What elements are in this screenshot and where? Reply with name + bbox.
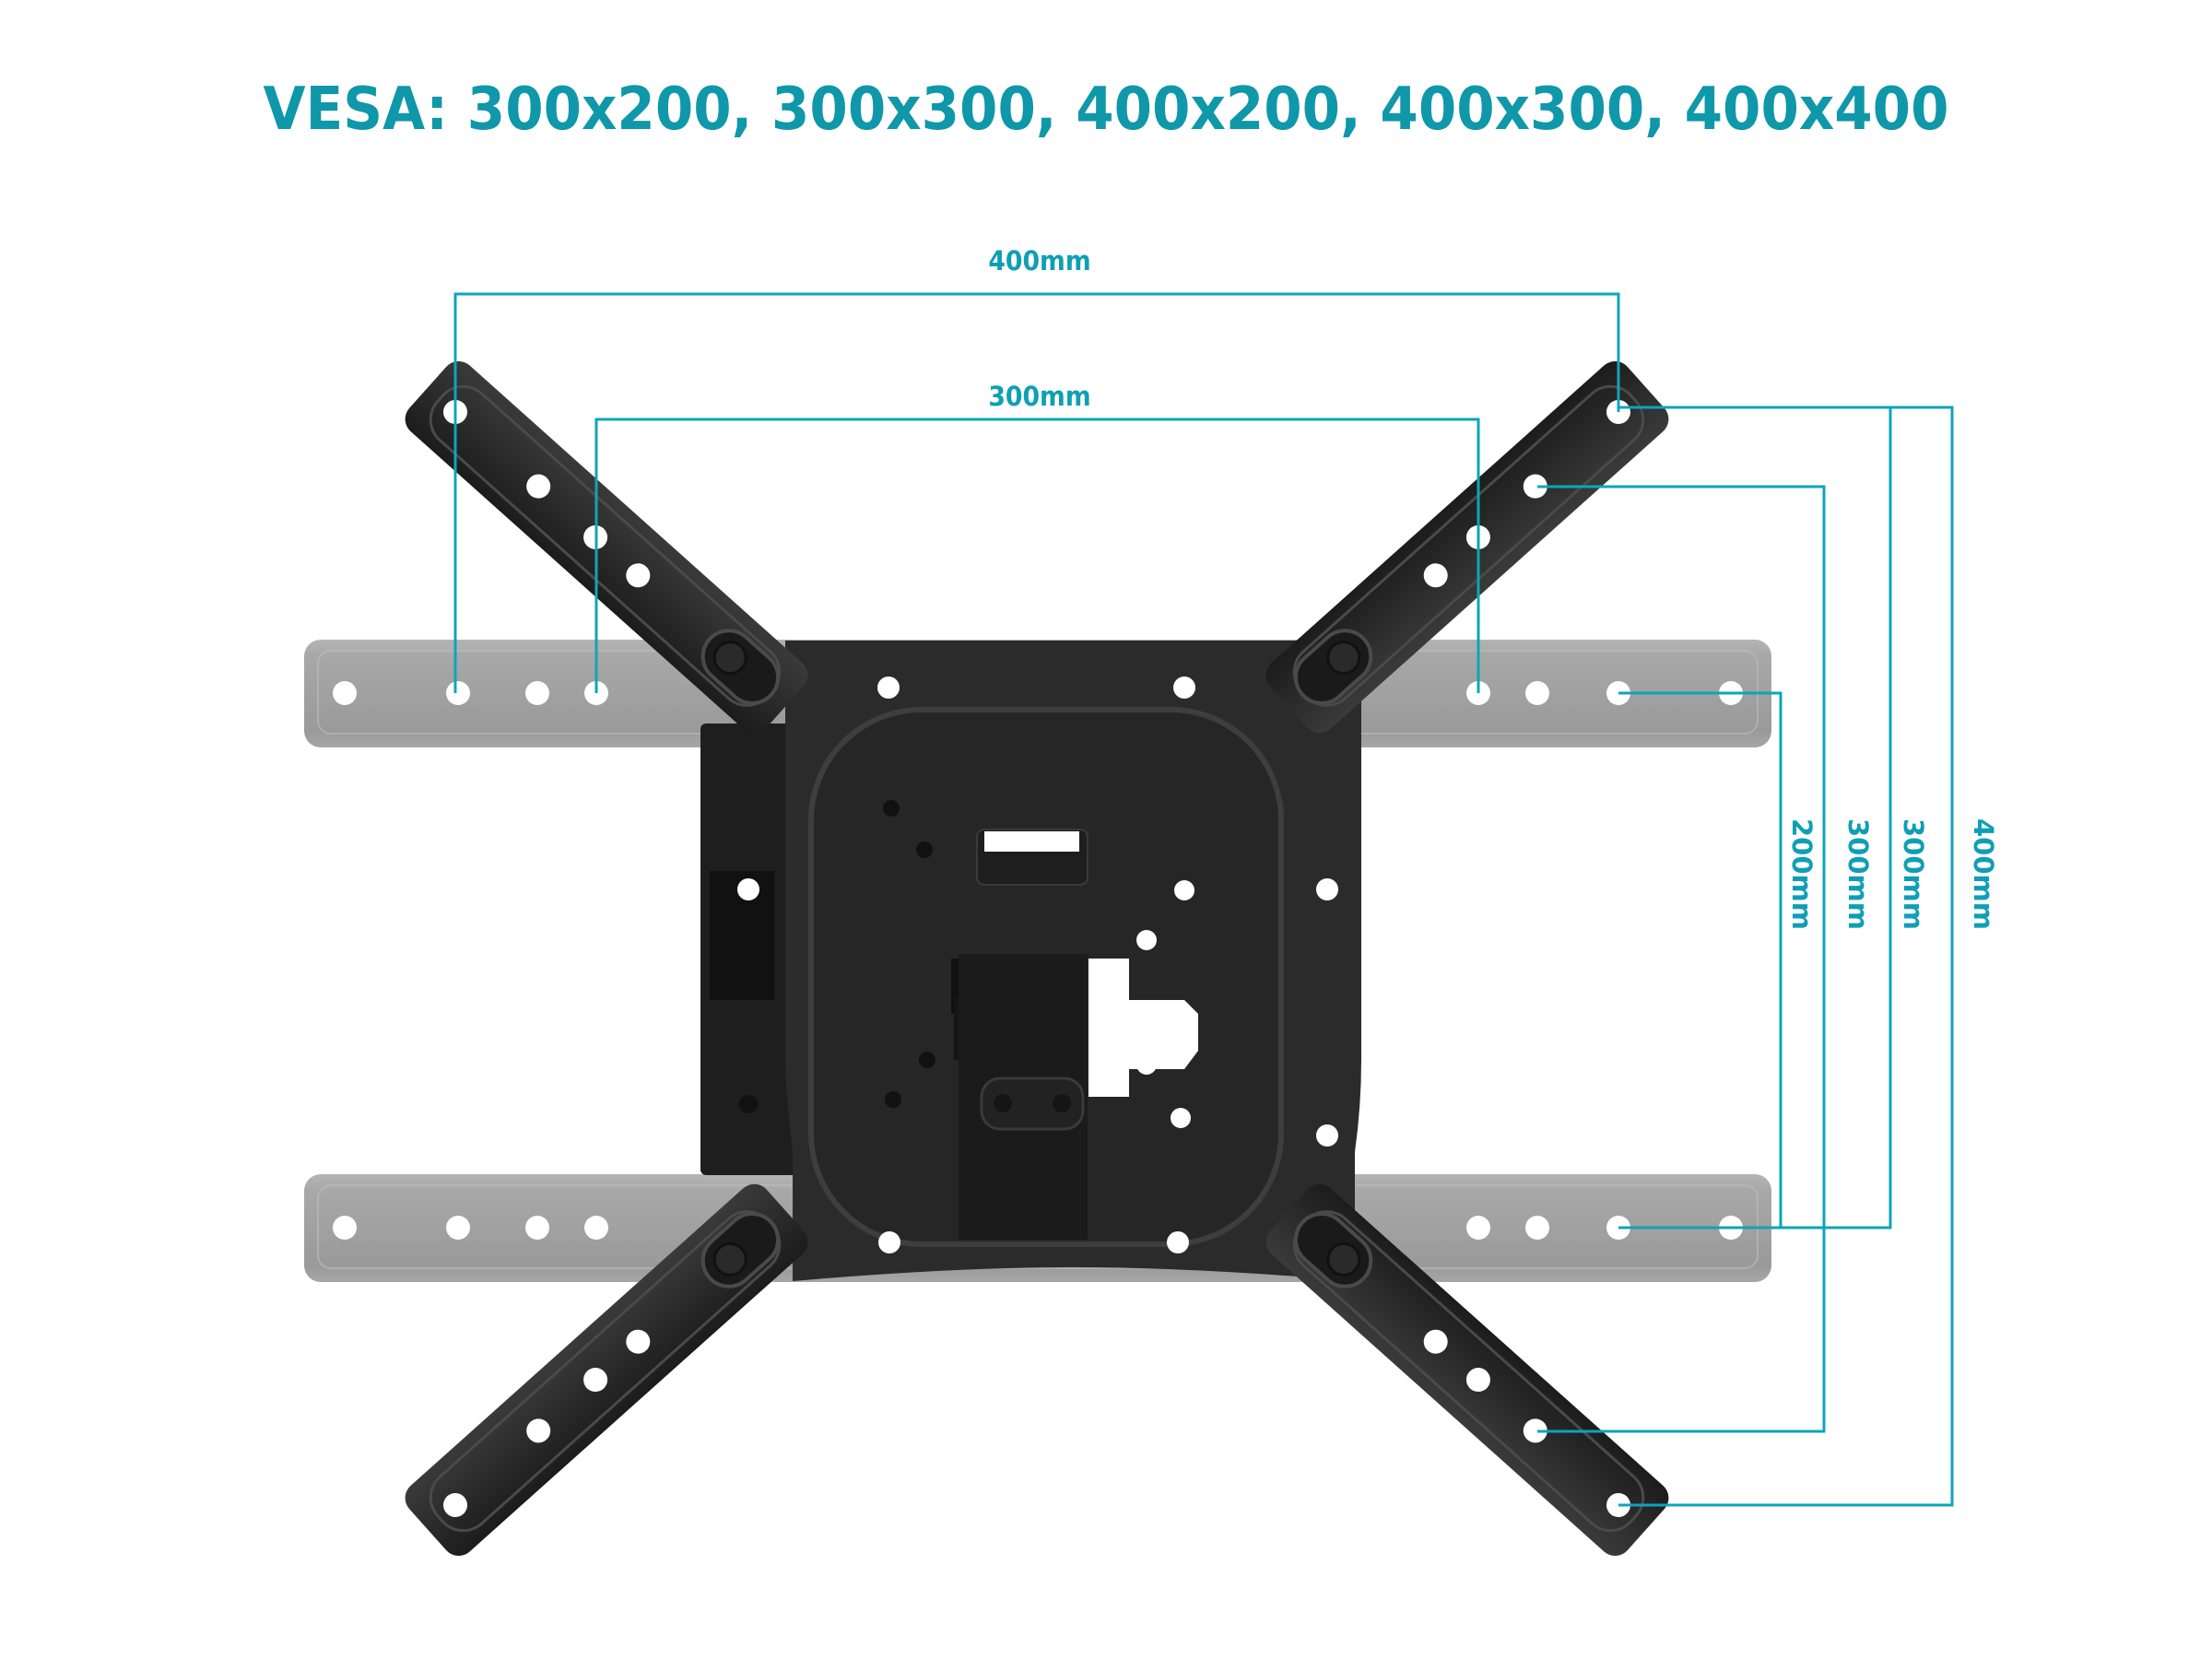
- dim-300-horizontal: [594, 418, 1480, 693]
- arm-bottom-right: [1265, 1183, 1669, 1557]
- center-plate: [737, 641, 1361, 1281]
- arm-bottom-left: [405, 1183, 808, 1557]
- dim-label-400-horizontal: 400mm: [988, 245, 1091, 276]
- dim-400-horizontal: [453, 292, 1620, 693]
- dim-label-400-vertical: 400mm: [1968, 818, 1999, 930]
- swing-arm-hinge: [700, 724, 802, 1175]
- arm-top-left: [405, 360, 808, 734]
- vesa-title: VESA: 300x200, 300x300, 400x200, 400x300…: [263, 76, 1949, 144]
- dim-label-300-horizontal: 300mm: [988, 381, 1091, 412]
- dim-200-vertical: [1618, 691, 1783, 1230]
- dim-400-vertical: [1618, 406, 1954, 1507]
- dim-label-300-vertical-b: 300mm: [1898, 818, 1929, 930]
- dim-300-vertical-a: [1537, 485, 1826, 1433]
- dim-label-300-vertical-a: 300mm: [1842, 818, 1874, 930]
- dim-300-vertical-b: [1618, 406, 1892, 1230]
- dimension-lines: [453, 292, 1954, 1507]
- dim-label-200-vertical: 200mm: [1786, 818, 1818, 930]
